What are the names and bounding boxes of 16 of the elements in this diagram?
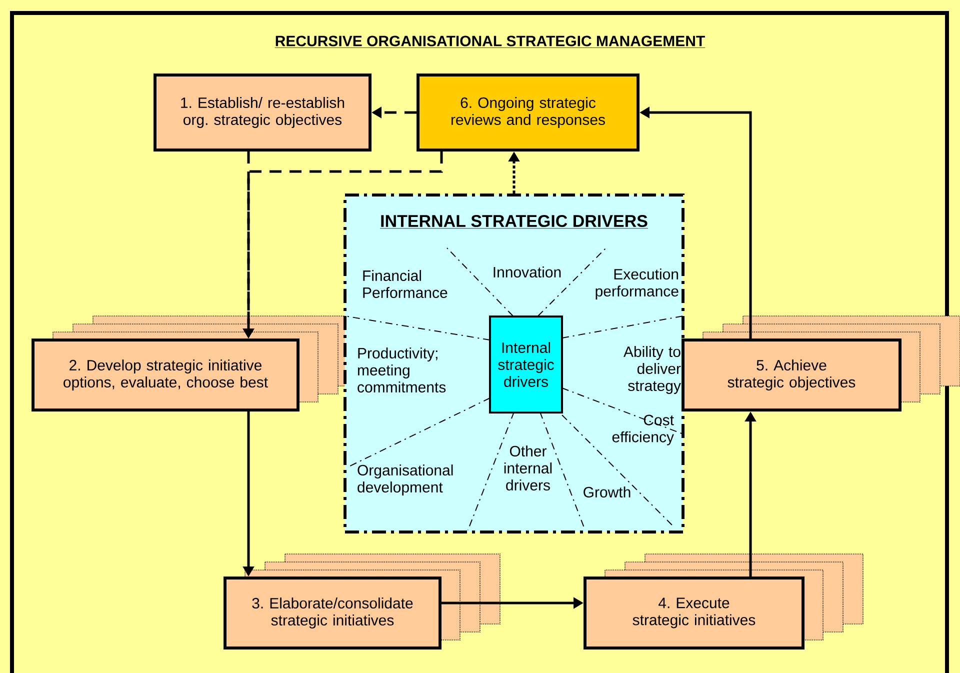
process-box: 6. Ongoing strategic reviews and responses (416, 74, 640, 152)
driver-label: Execution performance (596, 268, 678, 300)
process-box: 2. Develop strategic initiative options, evaluate, choose best (32, 338, 300, 412)
title: RECURSIVE ORGANISATIONAL STRATEGIC MANAGEMENT (274, 36, 706, 48)
process-box: 1. Establish/ re-establish org. strategic objectives (154, 74, 372, 152)
process-box: 3. Elaborate/consolidate strategic initiatives (224, 576, 442, 650)
driver-label: Innovation (494, 266, 561, 278)
driver-label: Financial Performance (363, 270, 448, 298)
driver-label: Other internal drivers (504, 446, 552, 490)
center-box: Internal strategic drivers (489, 316, 563, 414)
driver-label: Growth (584, 486, 630, 498)
driver-label: Productivity; meeting commitments (358, 348, 446, 392)
process-box: 5. Achieve strategic objectives (682, 338, 902, 412)
driver-label: Cost efficiency (612, 414, 674, 446)
driver-label: Organisational development (358, 464, 453, 496)
process-box: 4. Execute strategic initiatives (584, 576, 804, 650)
